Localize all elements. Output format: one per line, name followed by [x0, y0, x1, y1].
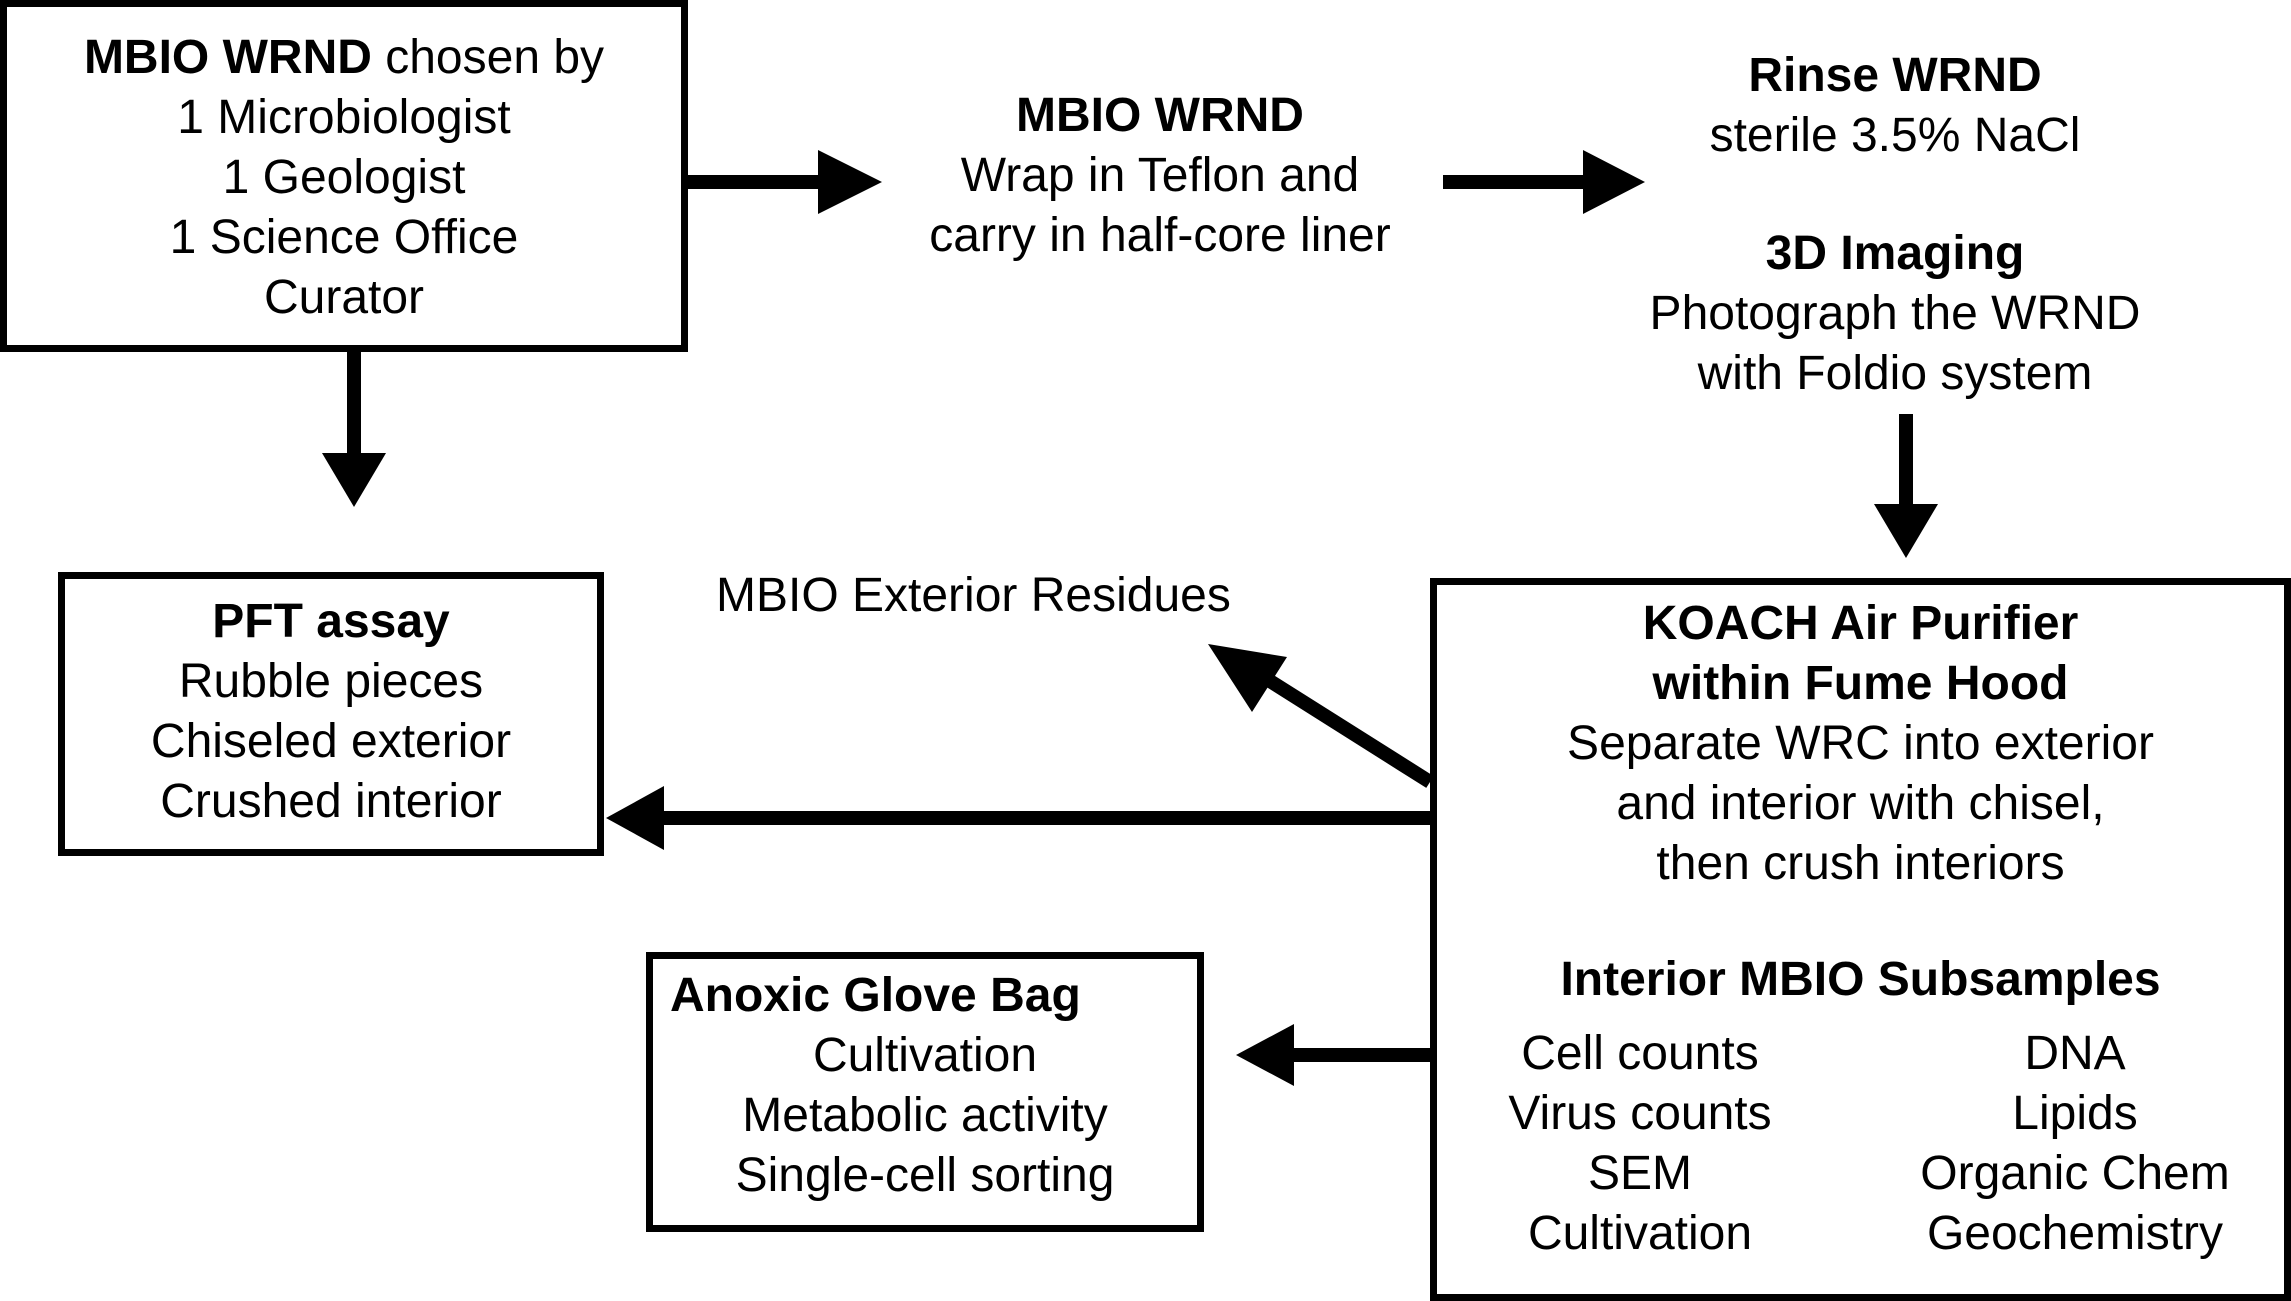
arrow-koach-to-anoxic-head [1236, 1024, 1294, 1086]
subsample-item: Lipids [2012, 1087, 2138, 1140]
anoxic-line: Metabolic activity [742, 1089, 1108, 1142]
subsample-item: Geochemistry [1926, 1207, 2224, 1260]
selection-title: MBIO WRND chosen by [0, 28, 688, 88]
rinse-line: sterile 3.5% NaCl [1709, 109, 2081, 162]
pft-line: Chiseled exterior [150, 715, 512, 768]
arrow-koach-to-residues-head [1208, 644, 1287, 712]
wrap-step: MBIO WRND Wrap in Teflon and carry in ha… [870, 86, 1450, 266]
selection-line: 1 Microbiologist [177, 91, 511, 144]
koach-line: Separate WRC into exterior [1567, 717, 2154, 770]
selection-title-rest: chosen by [371, 31, 605, 84]
arrow-selection-to-pft-head [322, 453, 386, 507]
subsample-item: DNA [2024, 1027, 2126, 1080]
arrow-wrap-to-rinse-head [1583, 150, 1645, 214]
koach-line: then crush interiors [1656, 837, 2065, 890]
selection-line: Curator [263, 271, 425, 324]
exterior-residues-label: MBIO Exterior Residues [716, 569, 1231, 622]
anoxic-title: Anoxic Glove Bag [670, 969, 1081, 1022]
subsample-item: SEM [1587, 1147, 1692, 1200]
subsamples-title: Interior MBIO Subsamples [1560, 953, 2161, 1006]
subsample-item: Organic Chem [1920, 1147, 2230, 1200]
rinse-title: Rinse WRND [1748, 49, 2042, 102]
anoxic-text: Anoxic Glove Bag Cultivation Metabolic a… [646, 966, 1204, 1206]
subsample-item: Virus counts [1508, 1087, 1772, 1140]
imaging-line: with Foldio system [1697, 347, 2093, 400]
wrap-line: carry in half-core liner [929, 209, 1391, 262]
rinse-step: Rinse WRND sterile 3.5% NaCl [1600, 46, 2190, 166]
subsamples-left-column: Cell counts Virus counts SEM Cultivation [1470, 1024, 1810, 1264]
wrap-title: MBIO WRND [1016, 89, 1304, 142]
arrow-koach-to-residues [1266, 675, 1434, 788]
pft-box [58, 572, 604, 856]
arrow-selection-to-wrap-head [818, 150, 882, 214]
selection-line: 1 Geologist [222, 151, 466, 204]
subsample-item: Cultivation [1527, 1207, 1753, 1260]
koach-box [1430, 578, 2291, 1301]
pft-line: Crushed interior [160, 775, 502, 828]
subsample-item: Cell counts [1521, 1027, 1759, 1080]
selection-box [0, 0, 688, 352]
imaging-title: 3D Imaging [1765, 227, 2025, 280]
koach-text: KOACH Air Purifier within Fume Hood Sepa… [1430, 594, 2291, 894]
anoxic-line: Cultivation [812, 1029, 1038, 1082]
subsamples-right-column: DNA Lipids Organic Chem Geochemistry [1880, 1024, 2270, 1264]
imaging-step: 3D Imaging Photograph the WRND with Fold… [1580, 224, 2210, 404]
arrow-koach-to-pft-head [606, 786, 664, 850]
anoxic-line: Single-cell sorting [735, 1149, 1115, 1202]
koach-title: KOACH Air Purifier [1642, 597, 2079, 650]
pft-text: PFT assay Rubble pieces Chiseled exterio… [58, 592, 604, 832]
imaging-line: Photograph the WRND [1649, 287, 2141, 340]
arrow-imaging-to-koach-head [1874, 504, 1938, 558]
anoxic-box [646, 952, 1204, 1232]
selection-line: 1 Science Office [169, 211, 519, 264]
selection-title-bold: MBIO WRND [83, 31, 372, 84]
pft-title: PFT assay [212, 595, 450, 648]
koach-title: within Fume Hood [1652, 657, 2069, 710]
wrap-line: Wrap in Teflon and [960, 149, 1360, 202]
pft-line: Rubble pieces [178, 655, 484, 708]
koach-line: and interior with chisel, [1616, 777, 2105, 830]
selection-text: MBIO WRND chosen by 1 Microbiologist 1 G… [0, 28, 688, 328]
